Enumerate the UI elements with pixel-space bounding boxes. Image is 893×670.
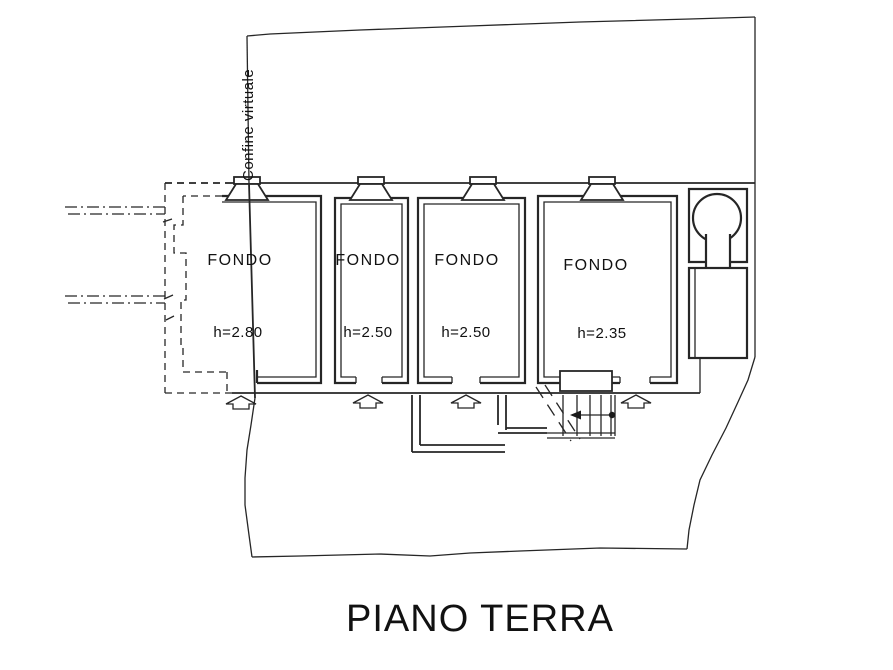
store-box bbox=[687, 266, 749, 360]
room-3-height: h=2.50 bbox=[441, 324, 490, 341]
room-4-label: FONDO bbox=[563, 257, 628, 274]
vent-icon bbox=[460, 176, 506, 201]
lot-boundary bbox=[244, 16, 756, 558]
virtual-zone-dashed-outline bbox=[162, 183, 232, 394]
vent-icon bbox=[579, 176, 625, 201]
virtual-boundary-label: Confine virtuale bbox=[240, 69, 257, 181]
entrance-arrows bbox=[225, 394, 652, 410]
stair-break-line bbox=[535, 384, 581, 442]
labels: Confine virtuale FONDO h=2.80 FONDO h=2.… bbox=[207, 69, 628, 640]
service-block bbox=[687, 187, 749, 360]
entrance-arrow-icon bbox=[620, 394, 652, 409]
room-2-height: h=2.50 bbox=[343, 324, 392, 341]
page-title: PIANO TERRA bbox=[346, 598, 614, 640]
room-1-height: h=2.80 bbox=[213, 324, 262, 341]
threshold-niche bbox=[559, 370, 613, 392]
vent-icons bbox=[224, 176, 625, 201]
room-1-label: FONDO bbox=[207, 252, 272, 269]
room-4 bbox=[536, 194, 679, 392]
vent-icon bbox=[224, 176, 270, 201]
vent-icon bbox=[348, 176, 394, 201]
virtual-boundary-line bbox=[246, 35, 256, 399]
room-4-height: h=2.35 bbox=[577, 325, 626, 342]
entrance-arrow-icon bbox=[450, 394, 482, 409]
entrance-arrow-icon bbox=[352, 394, 384, 409]
stair-direction-arrow bbox=[570, 410, 616, 420]
room-2 bbox=[333, 196, 410, 385]
room-2-label: FONDO bbox=[335, 252, 400, 269]
room-1 bbox=[222, 194, 323, 385]
staircase bbox=[535, 384, 616, 442]
front-facade bbox=[232, 358, 701, 394]
utility-lines bbox=[65, 206, 165, 304]
room-3 bbox=[416, 196, 527, 385]
room-3-label: FONDO bbox=[434, 252, 499, 269]
entrance-arrow-icon bbox=[225, 395, 257, 410]
vestibule-walls bbox=[411, 395, 547, 453]
